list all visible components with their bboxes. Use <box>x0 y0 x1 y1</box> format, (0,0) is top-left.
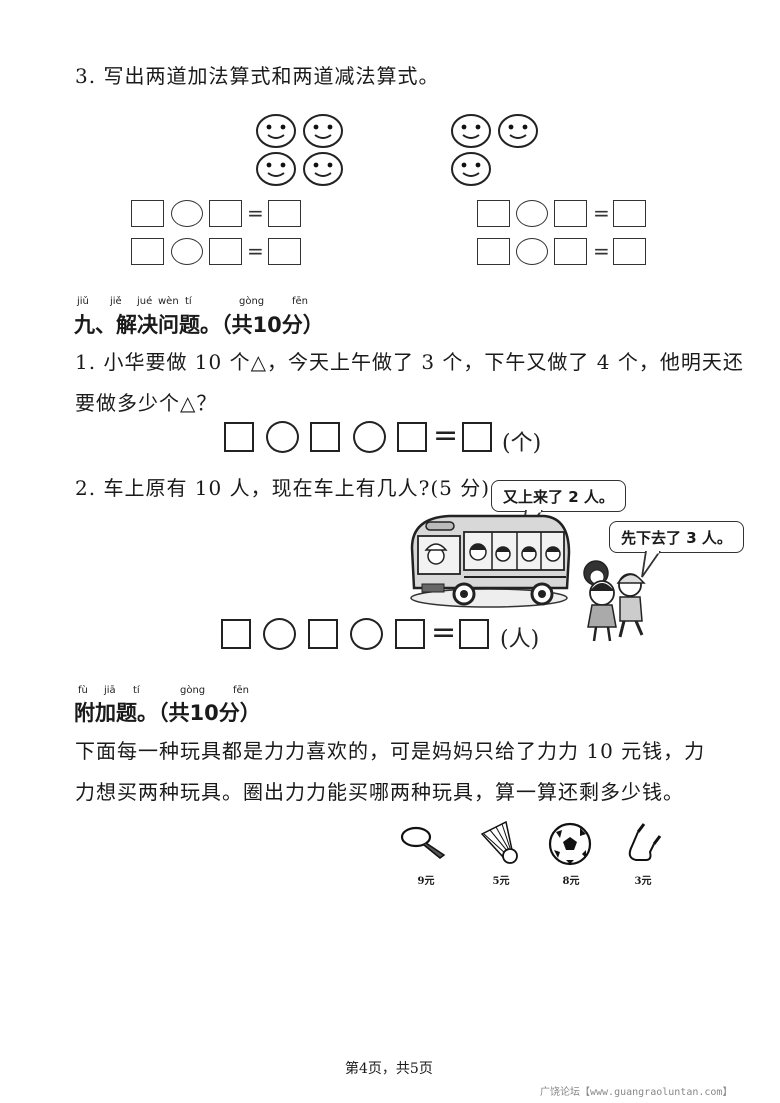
pinyin: fēn <box>292 296 309 307</box>
pinyin: jiā <box>104 685 116 696</box>
smiley-icon <box>498 114 538 148</box>
pinyin: tí <box>185 296 192 307</box>
pinyin: wèn <box>158 296 179 307</box>
answer-box[interactable] <box>131 238 164 265</box>
watermark: 广饶论坛【www.guangraoluntan.com】 <box>540 1087 733 1098</box>
slingshot-icon[interactable] <box>620 822 665 867</box>
answer-box[interactable] <box>308 619 338 649</box>
operator-circle[interactable] <box>266 421 299 453</box>
toy-price: 8元 <box>562 876 580 887</box>
equals-sign: = <box>247 201 264 225</box>
equals-sign: = <box>593 239 610 263</box>
operator-circle[interactable] <box>350 618 383 650</box>
smiley-icon <box>256 152 296 186</box>
pinyin: jué <box>137 296 153 307</box>
smiley-icon <box>303 114 343 148</box>
q3-title: 3. 写出两道加法算式和两道减法算式。 <box>75 64 440 88</box>
smiley-icon <box>451 152 491 186</box>
unit-label: (个) <box>502 431 542 456</box>
answer-box[interactable] <box>310 422 340 452</box>
pinyin: fēn <box>233 685 250 696</box>
toy-price: 3元 <box>634 876 652 887</box>
answer-box[interactable] <box>459 619 489 649</box>
smiley-icon <box>303 152 343 186</box>
pinyin: gòng <box>239 296 265 307</box>
smiley-icon <box>451 114 491 148</box>
answer-box[interactable] <box>397 422 427 452</box>
section-title: 九、解决问题。（共10分） <box>74 313 324 337</box>
answer-box[interactable] <box>209 200 242 227</box>
kids-illustration <box>583 560 646 642</box>
answer-box[interactable] <box>554 238 587 265</box>
answer-box[interactable] <box>613 238 646 265</box>
pinyin: gòng <box>180 685 206 696</box>
pinyin: jiǔ <box>77 296 89 307</box>
bus-illustration <box>410 514 571 608</box>
equals-sign: = <box>431 615 457 650</box>
bubble-tail <box>641 551 661 578</box>
smiley-icon <box>256 114 296 148</box>
unit-label: (人) <box>500 627 540 652</box>
pinyin: fù <box>78 685 88 696</box>
answer-box[interactable] <box>224 422 254 452</box>
bonus-text-line1: 下面每一种玩具都是力力喜欢的，可是妈妈只给了力力 10 元钱，力 <box>75 739 706 763</box>
answer-box[interactable] <box>268 238 301 265</box>
speech-bubble-kids: 先下去了 3 人。 <box>609 521 744 553</box>
pinyin: jiě <box>110 296 122 307</box>
operator-circle[interactable] <box>353 421 386 453</box>
section-title: 附加题。（共10分） <box>74 701 261 725</box>
page-number: 第4页，共5页 <box>345 1061 433 1077</box>
answer-box[interactable] <box>613 200 646 227</box>
ping-pong-paddle-icon[interactable] <box>400 825 450 860</box>
answer-box[interactable] <box>209 238 242 265</box>
answer-box[interactable] <box>477 238 510 265</box>
operator-circle[interactable] <box>516 200 548 227</box>
answer-box[interactable] <box>462 422 492 452</box>
answer-box[interactable] <box>131 200 164 227</box>
problem1-text-line2: 要做多少个△？ <box>75 391 218 415</box>
answer-box[interactable] <box>554 200 587 227</box>
shuttlecock-icon[interactable] <box>478 820 523 865</box>
answer-box[interactable] <box>221 619 251 649</box>
equals-sign: = <box>247 239 264 263</box>
toy-price: 5元 <box>492 876 510 887</box>
smiley-group-right <box>451 114 538 186</box>
answer-box[interactable] <box>268 200 301 227</box>
answer-box[interactable] <box>477 200 510 227</box>
operator-circle[interactable] <box>171 238 203 265</box>
toy-price: 9元 <box>417 876 435 887</box>
pinyin: tí <box>133 685 140 696</box>
operator-circle[interactable] <box>516 238 548 265</box>
equals-sign: = <box>593 201 610 225</box>
speech-bubble-bus: 又上来了 2 人。 <box>491 480 626 512</box>
equals-sign: = <box>433 418 459 453</box>
smiley-group-left <box>256 114 343 186</box>
soccer-ball-icon[interactable] <box>548 822 593 867</box>
problem2-text: 2. 车上原有 10 人，现在车上有几人?(5 分) <box>75 476 491 500</box>
operator-circle[interactable] <box>263 618 296 650</box>
answer-box[interactable] <box>395 619 425 649</box>
bonus-text-line2: 力想买两种玩具。圈出力力能买哪两种玩具，算一算还剩多少钱。 <box>75 780 684 804</box>
operator-circle[interactable] <box>171 200 203 227</box>
problem1-text-line1: 1. 小华要做 10 个△，今天上午做了 3 个，下午又做了 4 个，他明天还 <box>75 350 744 374</box>
